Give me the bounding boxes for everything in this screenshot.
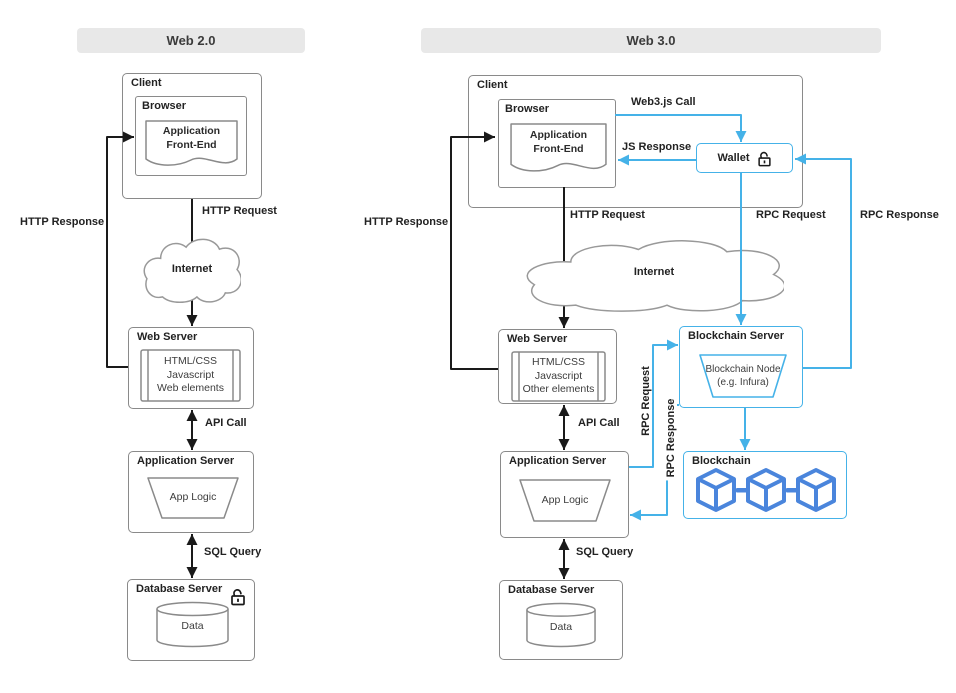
web2-app-server-box: Application Server App Logic bbox=[128, 451, 254, 533]
web3-db-server-box: Database Server Data bbox=[499, 580, 623, 660]
web2-api-call-label: API Call bbox=[205, 417, 247, 429]
internet-cloud-web3 bbox=[524, 237, 784, 312]
web3-web-server-label: Web Server bbox=[507, 333, 568, 345]
web3-browser-label: Browser bbox=[505, 103, 550, 115]
wallet-box: Wallet bbox=[696, 143, 793, 173]
web2-header: Web 2.0 bbox=[77, 28, 305, 53]
web3-header-label: Web 3.0 bbox=[626, 33, 676, 48]
web2-browser-label: Browser bbox=[142, 100, 187, 112]
blockchain-cubes-icon bbox=[696, 468, 836, 512]
js-response-label: JS Response bbox=[622, 141, 692, 153]
web3-client-label: Client bbox=[477, 79, 508, 91]
web3-data-cylinder bbox=[526, 602, 596, 647]
wallet-label: Wallet bbox=[717, 152, 750, 164]
blockchain-server-box: Blockchain Server Blockchain Node (e.g. … bbox=[679, 326, 803, 408]
web2-browser-box: Browser Application Front-End bbox=[135, 96, 247, 176]
blockchain-node-label: Blockchain Node (e.g. Infura) bbox=[705, 363, 781, 388]
rpc-response-server-label: RPC Response bbox=[665, 395, 677, 481]
web3-app-server-label: Application Server bbox=[509, 455, 607, 467]
web3-http-request-label: HTTP Request bbox=[570, 209, 645, 221]
web3-db-server-label: Database Server bbox=[508, 584, 595, 596]
web3-sql-query-label: SQL Query bbox=[576, 546, 634, 558]
web2-internet-label: Internet bbox=[171, 263, 213, 275]
web2-app-logic-trapezoid bbox=[147, 477, 239, 519]
web2-http-request-label: HTTP Request bbox=[202, 205, 277, 217]
rpc-request-server-label: RPC Request bbox=[640, 363, 652, 439]
web3-internet-label: Internet bbox=[633, 266, 675, 278]
web2-web-contents-label: HTML/CSS Javascript Web elements bbox=[157, 354, 224, 395]
web3-web-contents-label: HTML/CSS Javascript Other elements bbox=[522, 355, 595, 396]
web2-client-box: Client Browser Application Front-End bbox=[122, 73, 262, 199]
web2-web-server-label: Web Server bbox=[137, 331, 198, 343]
web3-data-label: Data bbox=[549, 620, 573, 633]
web2-db-server-box: Database Server Data bbox=[127, 579, 255, 661]
web2-web-server-box: Web Server HTML/CSS Javascript Web eleme… bbox=[128, 327, 254, 409]
web2-http-response-label: HTTP Response bbox=[20, 216, 105, 228]
web3-web-server-box: Web Server HTML/CSS Javascript Other ele… bbox=[498, 329, 617, 404]
web3-app-logic-label: App Logic bbox=[541, 493, 589, 506]
web3-app-server-box: Application Server App Logic bbox=[500, 451, 629, 538]
web2-web-contents-shape bbox=[140, 349, 241, 402]
blockchain-box: Blockchain bbox=[683, 451, 847, 519]
web2-frontend-label: Application Front-End bbox=[162, 125, 221, 151]
web2-header-label: Web 2.0 bbox=[166, 33, 216, 48]
web2-data-cylinder bbox=[156, 601, 229, 648]
web3js-call-label: Web3.js Call bbox=[631, 96, 696, 108]
rpc-response-wallet-label: RPC Response bbox=[860, 209, 939, 221]
lock-icon bbox=[231, 589, 245, 606]
web3-browser-box: Browser Application Front-End bbox=[498, 99, 616, 188]
web2-data-label: Data bbox=[181, 620, 204, 633]
web2-client-label: Client bbox=[131, 77, 162, 89]
web3-header: Web 3.0 bbox=[421, 28, 881, 53]
blockchain-server-label: Blockchain Server bbox=[688, 330, 784, 342]
lock-icon bbox=[757, 151, 771, 166]
web3-frontend-document-shape bbox=[510, 123, 607, 176]
web2-sql-query-label: SQL Query bbox=[204, 546, 262, 558]
rpc-response-wallet-arrow bbox=[795, 153, 852, 369]
web3-web-contents-shape bbox=[511, 351, 606, 402]
web3-api-call-label: API Call bbox=[578, 417, 620, 429]
web3-http-response-label: HTTP Response bbox=[364, 216, 449, 228]
web2-app-logic-label: App Logic bbox=[169, 491, 217, 504]
web2-frontend-document-shape bbox=[145, 120, 238, 166]
web2-app-server-label: Application Server bbox=[137, 455, 235, 467]
web3-frontend-label: Application Front-End bbox=[529, 129, 588, 155]
web2-db-server-label: Database Server bbox=[136, 583, 223, 595]
rpc-request-wallet-label: RPC Request bbox=[756, 209, 826, 221]
web3-app-logic-trapezoid bbox=[519, 479, 611, 522]
blockchain-label: Blockchain bbox=[692, 455, 751, 467]
blockchain-node-trapezoid bbox=[699, 354, 787, 398]
